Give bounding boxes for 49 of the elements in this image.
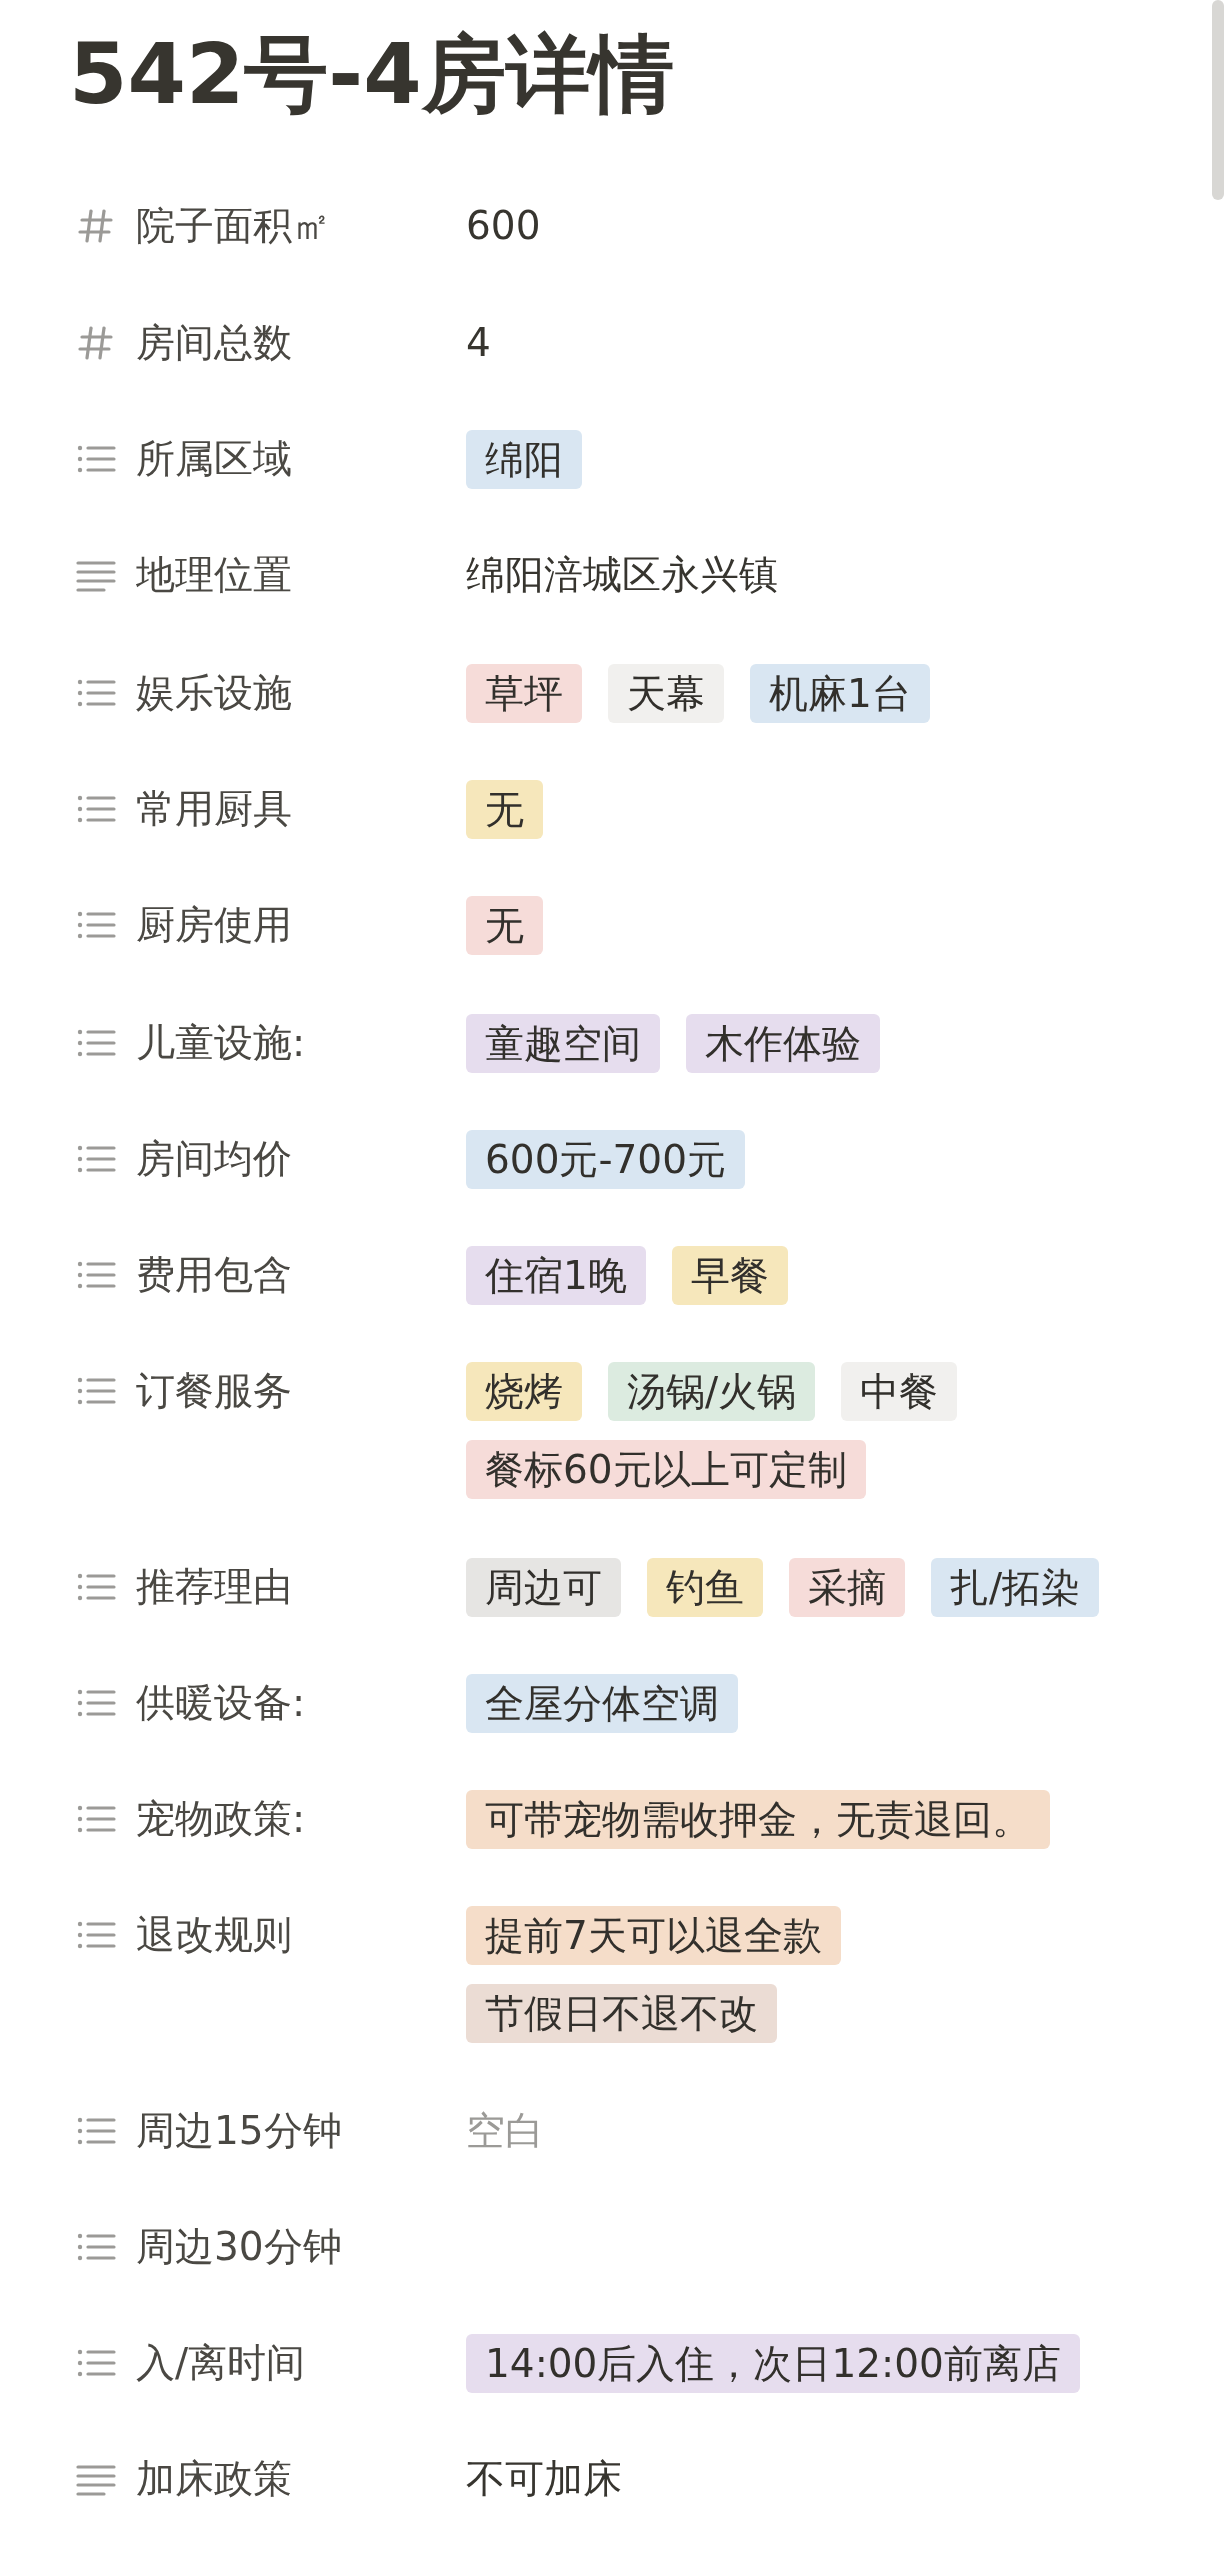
property-name: 房间总数 — [136, 319, 292, 367]
tag: 童趣空间 — [466, 1014, 660, 1073]
tag: 无 — [466, 780, 543, 839]
property-name: 退改规则 — [136, 1911, 292, 1959]
tag: 无 — [466, 896, 543, 955]
property-name: 费用包含 — [136, 1251, 292, 1299]
tag: 中餐 — [841, 1362, 958, 1421]
tag: 钓鱼 — [647, 1558, 763, 1617]
property-name: 所属区域 — [136, 435, 292, 483]
tag: 烧烤 — [466, 1362, 582, 1421]
tag: 600元-700元 — [466, 1130, 745, 1189]
tag: 绵阳 — [466, 430, 582, 489]
tag: 节假日不退不改 — [466, 1984, 777, 2043]
property-name: 供暖设备: — [136, 1679, 306, 1727]
tag: 扎/拓染 — [931, 1558, 1100, 1617]
property-name: 院子面积㎡ — [136, 202, 331, 250]
tag: 汤锅/火锅 — [608, 1362, 816, 1421]
property-value: 空白 — [466, 2107, 544, 2155]
tag: 14:00后入住，次日12:00前离店 — [466, 2334, 1080, 2393]
property-name: 儿童设施: — [136, 1019, 306, 1067]
tag: 住宿1晚 — [466, 1246, 646, 1305]
page-title: 542号-4房详情 — [69, 24, 674, 125]
tag: 采摘 — [789, 1558, 905, 1617]
tag: 全屋分体空调 — [466, 1674, 738, 1733]
property-name: 房间均价 — [136, 1135, 292, 1183]
property-name: 加床政策 — [136, 2455, 292, 2503]
tag: 周边可 — [466, 1558, 621, 1617]
property-name: 娱乐设施 — [136, 669, 292, 717]
property-name: 推荐理由 — [136, 1563, 292, 1611]
property-name: 周边15分钟 — [136, 2107, 342, 2155]
tag: 可带宠物需收押金，无责退回。 — [466, 1790, 1050, 1849]
property-name: 宠物政策: — [136, 1795, 306, 1843]
tag: 草坪 — [466, 664, 582, 723]
tag: 天幕 — [608, 664, 724, 723]
property-name: 厨房使用 — [136, 901, 292, 949]
property-value: 4 — [466, 319, 491, 367]
tag: 早餐 — [671, 1246, 788, 1305]
tag: 餐标60元以上可定制 — [466, 1440, 866, 1499]
property-value: 不可加床 — [466, 2455, 622, 2503]
property-name: 常用厨具 — [136, 785, 292, 833]
property-name: 订餐服务 — [136, 1367, 292, 1415]
property-name: 入/离时间 — [136, 2339, 306, 2387]
tag: 提前7天可以退全款 — [466, 1906, 841, 1965]
tag: 机麻1台 — [750, 664, 930, 723]
property-name: 周边30分钟 — [136, 2223, 342, 2271]
tag: 木作体验 — [686, 1014, 880, 1073]
property-name: 地理位置 — [136, 551, 292, 599]
property-value: 600 — [466, 202, 541, 250]
property-value: 绵阳涪城区永兴镇 — [466, 551, 778, 599]
